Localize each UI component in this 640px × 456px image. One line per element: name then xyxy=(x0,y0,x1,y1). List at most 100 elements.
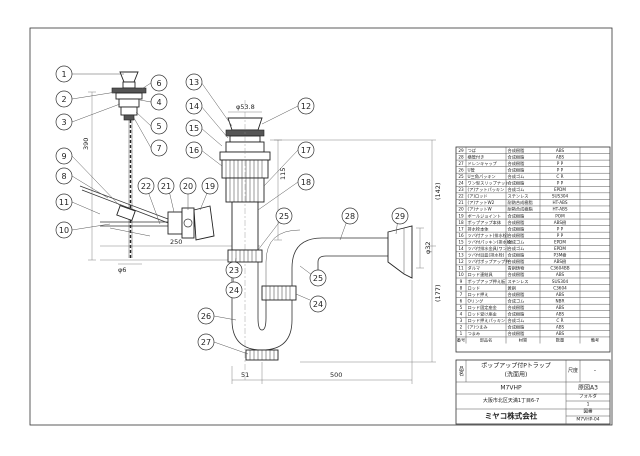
table-cell-material: 合成樹脂 xyxy=(508,180,525,187)
table-cell-no: 14 xyxy=(458,246,464,251)
callout-circle xyxy=(179,177,197,195)
callout-circle xyxy=(309,269,327,287)
table-cell-name: ボールジョイント xyxy=(468,212,502,219)
table-cell-qty: ABS xyxy=(556,305,565,310)
callout-circle xyxy=(341,207,359,225)
dim-d142: (142) xyxy=(434,183,442,200)
product-name: ポップアップ付Pトラップ xyxy=(481,362,551,370)
callout-circle xyxy=(150,93,168,111)
callout-label: 12 xyxy=(301,102,311,111)
table-cell-material: 合成ゴム xyxy=(508,317,525,324)
table-cell-material: 合成樹脂 xyxy=(508,212,525,219)
table-cell-qty: P P xyxy=(557,233,564,238)
table-cell-no: 24 xyxy=(458,181,464,186)
callout-label: 2 xyxy=(61,95,66,104)
table-cell-material: 青銅鋳物 xyxy=(508,265,525,272)
callout-circle xyxy=(297,173,315,191)
table-cell-material: 耐熱合成樹脂 xyxy=(508,199,533,206)
callout-label: 16 xyxy=(189,146,199,155)
model-number: M7VHP xyxy=(500,385,522,392)
table-header-material: 材質 xyxy=(519,337,527,344)
table-cell-qty: C3604BB xyxy=(550,266,569,271)
callout-circle xyxy=(137,177,155,195)
table-cell-no: 7 xyxy=(460,292,463,297)
dim-d115: 115 xyxy=(279,168,287,180)
callout-circle xyxy=(275,207,293,225)
callout-circle xyxy=(225,281,243,299)
table-cell-name: ツバ付ポップアップ弁 xyxy=(468,258,510,265)
table-cell-qty: C3604 xyxy=(553,285,567,290)
callout-label: 25 xyxy=(313,274,323,283)
title-name-label: 品名 xyxy=(458,366,464,377)
table-cell-qty: ABS xyxy=(556,148,565,153)
table-cell-material: 合成樹脂 xyxy=(508,166,525,173)
table-cell-qty: P P xyxy=(557,226,564,231)
callout-circle xyxy=(55,221,73,239)
table-cell-material: ステンレス xyxy=(508,279,529,285)
callout-label: 4 xyxy=(156,98,161,107)
table-cell-no: 20 xyxy=(458,207,464,212)
table-cell-material: 合成樹脂 xyxy=(508,252,525,259)
dim-d32: φ32 xyxy=(424,241,432,254)
table-cell-no: 18 xyxy=(458,220,464,225)
table-cell-qty: P P xyxy=(557,161,564,166)
company-name: ミヤコ株式会社 xyxy=(485,411,538,421)
callout-label: 20 xyxy=(183,182,193,191)
dim-d390: 390 xyxy=(82,138,90,150)
table-cell-material: 合成ゴム xyxy=(508,186,525,193)
table-cell-name: ツバ付目皿(排水栓) xyxy=(468,252,505,259)
table-cell-name: つば xyxy=(468,147,477,154)
callout-circle xyxy=(225,261,243,279)
callout-label: 8 xyxy=(61,172,66,181)
table-cell-name: ツバ付排水金具(ワン) xyxy=(468,245,509,252)
table-cell-material: 合成樹脂 xyxy=(508,311,525,318)
callout-circle xyxy=(297,141,315,159)
table-header-name: 部品名 xyxy=(480,337,493,344)
callout-label: 26 xyxy=(201,312,211,321)
table-cell-name: 排水栓本体 xyxy=(468,225,490,232)
callout-label: 18 xyxy=(301,178,311,187)
callout-circle xyxy=(201,177,219,195)
table-cell-name: (ア)ナットW xyxy=(468,207,492,213)
table-cell-name: ドレンキャップ xyxy=(468,161,498,167)
table-cell-no: 15 xyxy=(458,239,464,244)
callout-circle xyxy=(185,73,203,91)
table-cell-no: 22 xyxy=(458,194,464,199)
callout-circle xyxy=(55,90,73,108)
table-cell-no: 13 xyxy=(458,253,464,258)
folder-label: フォルダ xyxy=(579,393,597,400)
table-cell-qty: SUS304 xyxy=(552,194,569,199)
rod-assembly xyxy=(79,71,260,265)
callout-circle xyxy=(185,141,203,159)
table-cell-name: (ア)ロッド xyxy=(468,194,488,200)
table-cell-name: ツバ付ナット(排水栓) xyxy=(468,232,509,239)
table-cell-qty: ABS xyxy=(556,154,565,159)
table-cell-material: 合成樹脂 xyxy=(508,153,525,160)
table-cell-no: 16 xyxy=(458,233,464,238)
dim-d51: 51 xyxy=(241,371,249,379)
table-cell-material: 合成ゴム xyxy=(508,238,525,245)
table-cell-name: ロッド固定座金 xyxy=(468,304,498,311)
callout-label: 9 xyxy=(61,152,66,161)
table-cell-qty: SUS304 xyxy=(552,279,569,284)
table-cell-qty: C R xyxy=(556,174,563,179)
callout-circle xyxy=(185,97,203,115)
table-cell-no: 12 xyxy=(458,259,464,264)
callout-label: 5 xyxy=(156,122,161,131)
table-cell-no: 11 xyxy=(458,266,464,271)
table-cell-name: ポップアップ押え板 xyxy=(468,278,507,285)
table-cell-no: 10 xyxy=(458,272,464,277)
table-cell-material: 合成樹脂 xyxy=(508,160,525,167)
table-cell-qty: P P xyxy=(557,167,564,172)
callout-label: 3 xyxy=(61,118,66,127)
callout-label: 1 xyxy=(61,70,66,79)
table-cell-name: Oリング xyxy=(468,297,484,304)
table-cell-no: 6 xyxy=(460,298,463,303)
folder-value: 1 xyxy=(587,402,590,408)
table-cell-name: ワン型スリップナット xyxy=(468,180,510,187)
table-cell-qty: EPDM xyxy=(554,187,566,192)
table-cell-no: 3 xyxy=(460,318,463,323)
table-cell-material: 合成ゴム xyxy=(508,173,525,180)
